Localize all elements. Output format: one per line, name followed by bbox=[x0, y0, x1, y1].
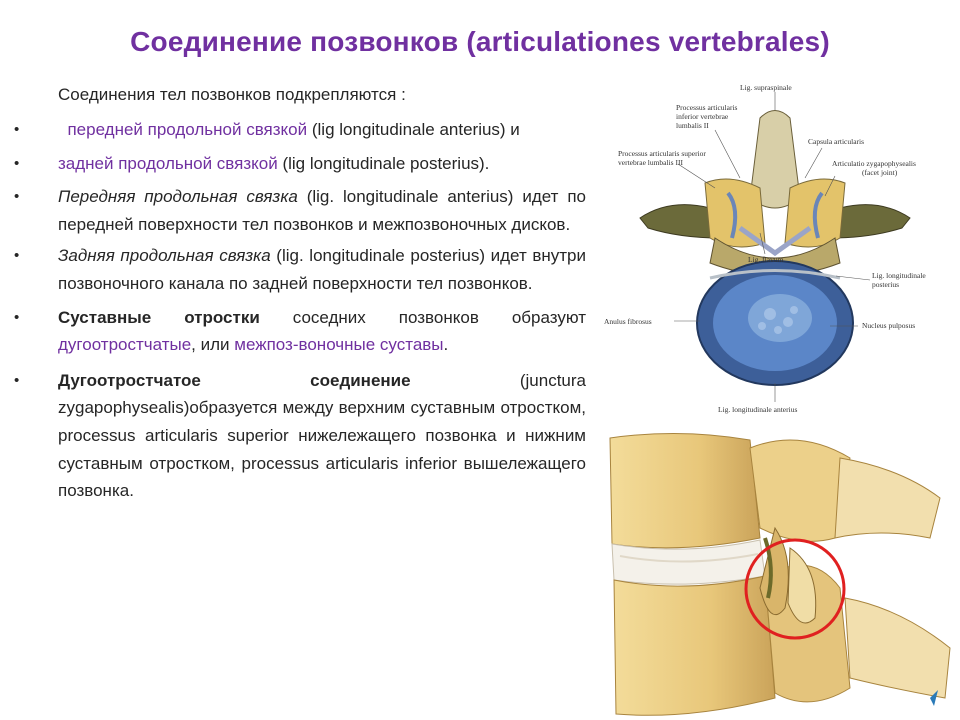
svg-text:(facet joint): (facet joint) bbox=[862, 168, 898, 177]
svg-text:Lig. longitudinale: Lig. longitudinale bbox=[872, 271, 926, 280]
bullet-dot-icon: • bbox=[14, 154, 20, 172]
svg-text:lumbalis II: lumbalis II bbox=[676, 121, 709, 130]
svg-text:Nucleus pulposus: Nucleus pulposus bbox=[862, 321, 915, 330]
svg-text:Processus articularis superior: Processus articularis superior bbox=[618, 149, 706, 158]
bullet-dot-icon: • bbox=[14, 121, 20, 138]
term-posterior-ligament: задней продольной связкой bbox=[58, 153, 278, 173]
bullet-dot-icon: • bbox=[14, 247, 20, 265]
svg-text:Capsula articularis: Capsula articularis bbox=[808, 137, 864, 146]
term-bold: Суставные отростки bbox=[58, 307, 260, 327]
term-anterior-ligament: передней продольной связкой bbox=[67, 120, 308, 139]
svg-text:Lig. longitudinale anterius: Lig. longitudinale anterius bbox=[718, 405, 797, 414]
bullet-item: • Передняя продольная связка (lig. longi… bbox=[14, 183, 586, 238]
bullet-item: • Задняя продольная связка (lig. longitu… bbox=[14, 242, 586, 297]
svg-text:inferior vertebrae: inferior vertebrae bbox=[676, 112, 729, 121]
intro-text: Соединения тел позвонков подкрепляются : bbox=[58, 85, 406, 104]
vertebra-section-figure: Lig. supraspinale Processus articularis … bbox=[604, 83, 926, 414]
facet-highlight-circle bbox=[744, 538, 846, 640]
term-italic: Передняя продольная связка bbox=[58, 187, 298, 207]
svg-text:Processus articularis: Processus articularis bbox=[676, 103, 738, 112]
bullet-dot-icon: • bbox=[14, 308, 20, 326]
svg-text:Lig. flavum: Lig. flavum bbox=[748, 255, 784, 264]
bullet-item: • Суставные отростки соседних позвонков … bbox=[14, 304, 586, 359]
bullet-item: • задней продольной связкой (lig longitu… bbox=[14, 150, 586, 178]
label-supraspinale: Lig. supraspinale bbox=[740, 83, 792, 92]
facet-joint-figure bbox=[609, 432, 951, 716]
bullet-dot-icon: • bbox=[14, 371, 20, 389]
bullet-item: • Дугоотростчатое соединение (junctura z… bbox=[14, 367, 586, 505]
slide-title: Соединение позвонков (articulationes ver… bbox=[130, 26, 830, 57]
svg-text:Anulus fibrosus: Anulus fibrosus bbox=[604, 317, 652, 326]
bullet-item: • передней продольной связкой (lig longi… bbox=[14, 116, 586, 144]
svg-text:vertebrae lumbalis III: vertebrae lumbalis III bbox=[618, 158, 683, 167]
term-italic: Задняя продольная связка bbox=[58, 246, 271, 266]
term-purple: дугоотростчатые bbox=[58, 335, 192, 355]
term-bold: Дугоотростчатое соединение bbox=[58, 370, 411, 390]
svg-text:posterius: posterius bbox=[872, 280, 899, 289]
bullet-dot-icon: • bbox=[14, 188, 20, 206]
term-purple: межпоз-воночные суставы bbox=[234, 335, 444, 355]
svg-text:Articulatio zygapophysealis: Articulatio zygapophysealis bbox=[832, 159, 916, 168]
bullet-list: • передней продольной связкой (lig longi… bbox=[14, 116, 586, 505]
